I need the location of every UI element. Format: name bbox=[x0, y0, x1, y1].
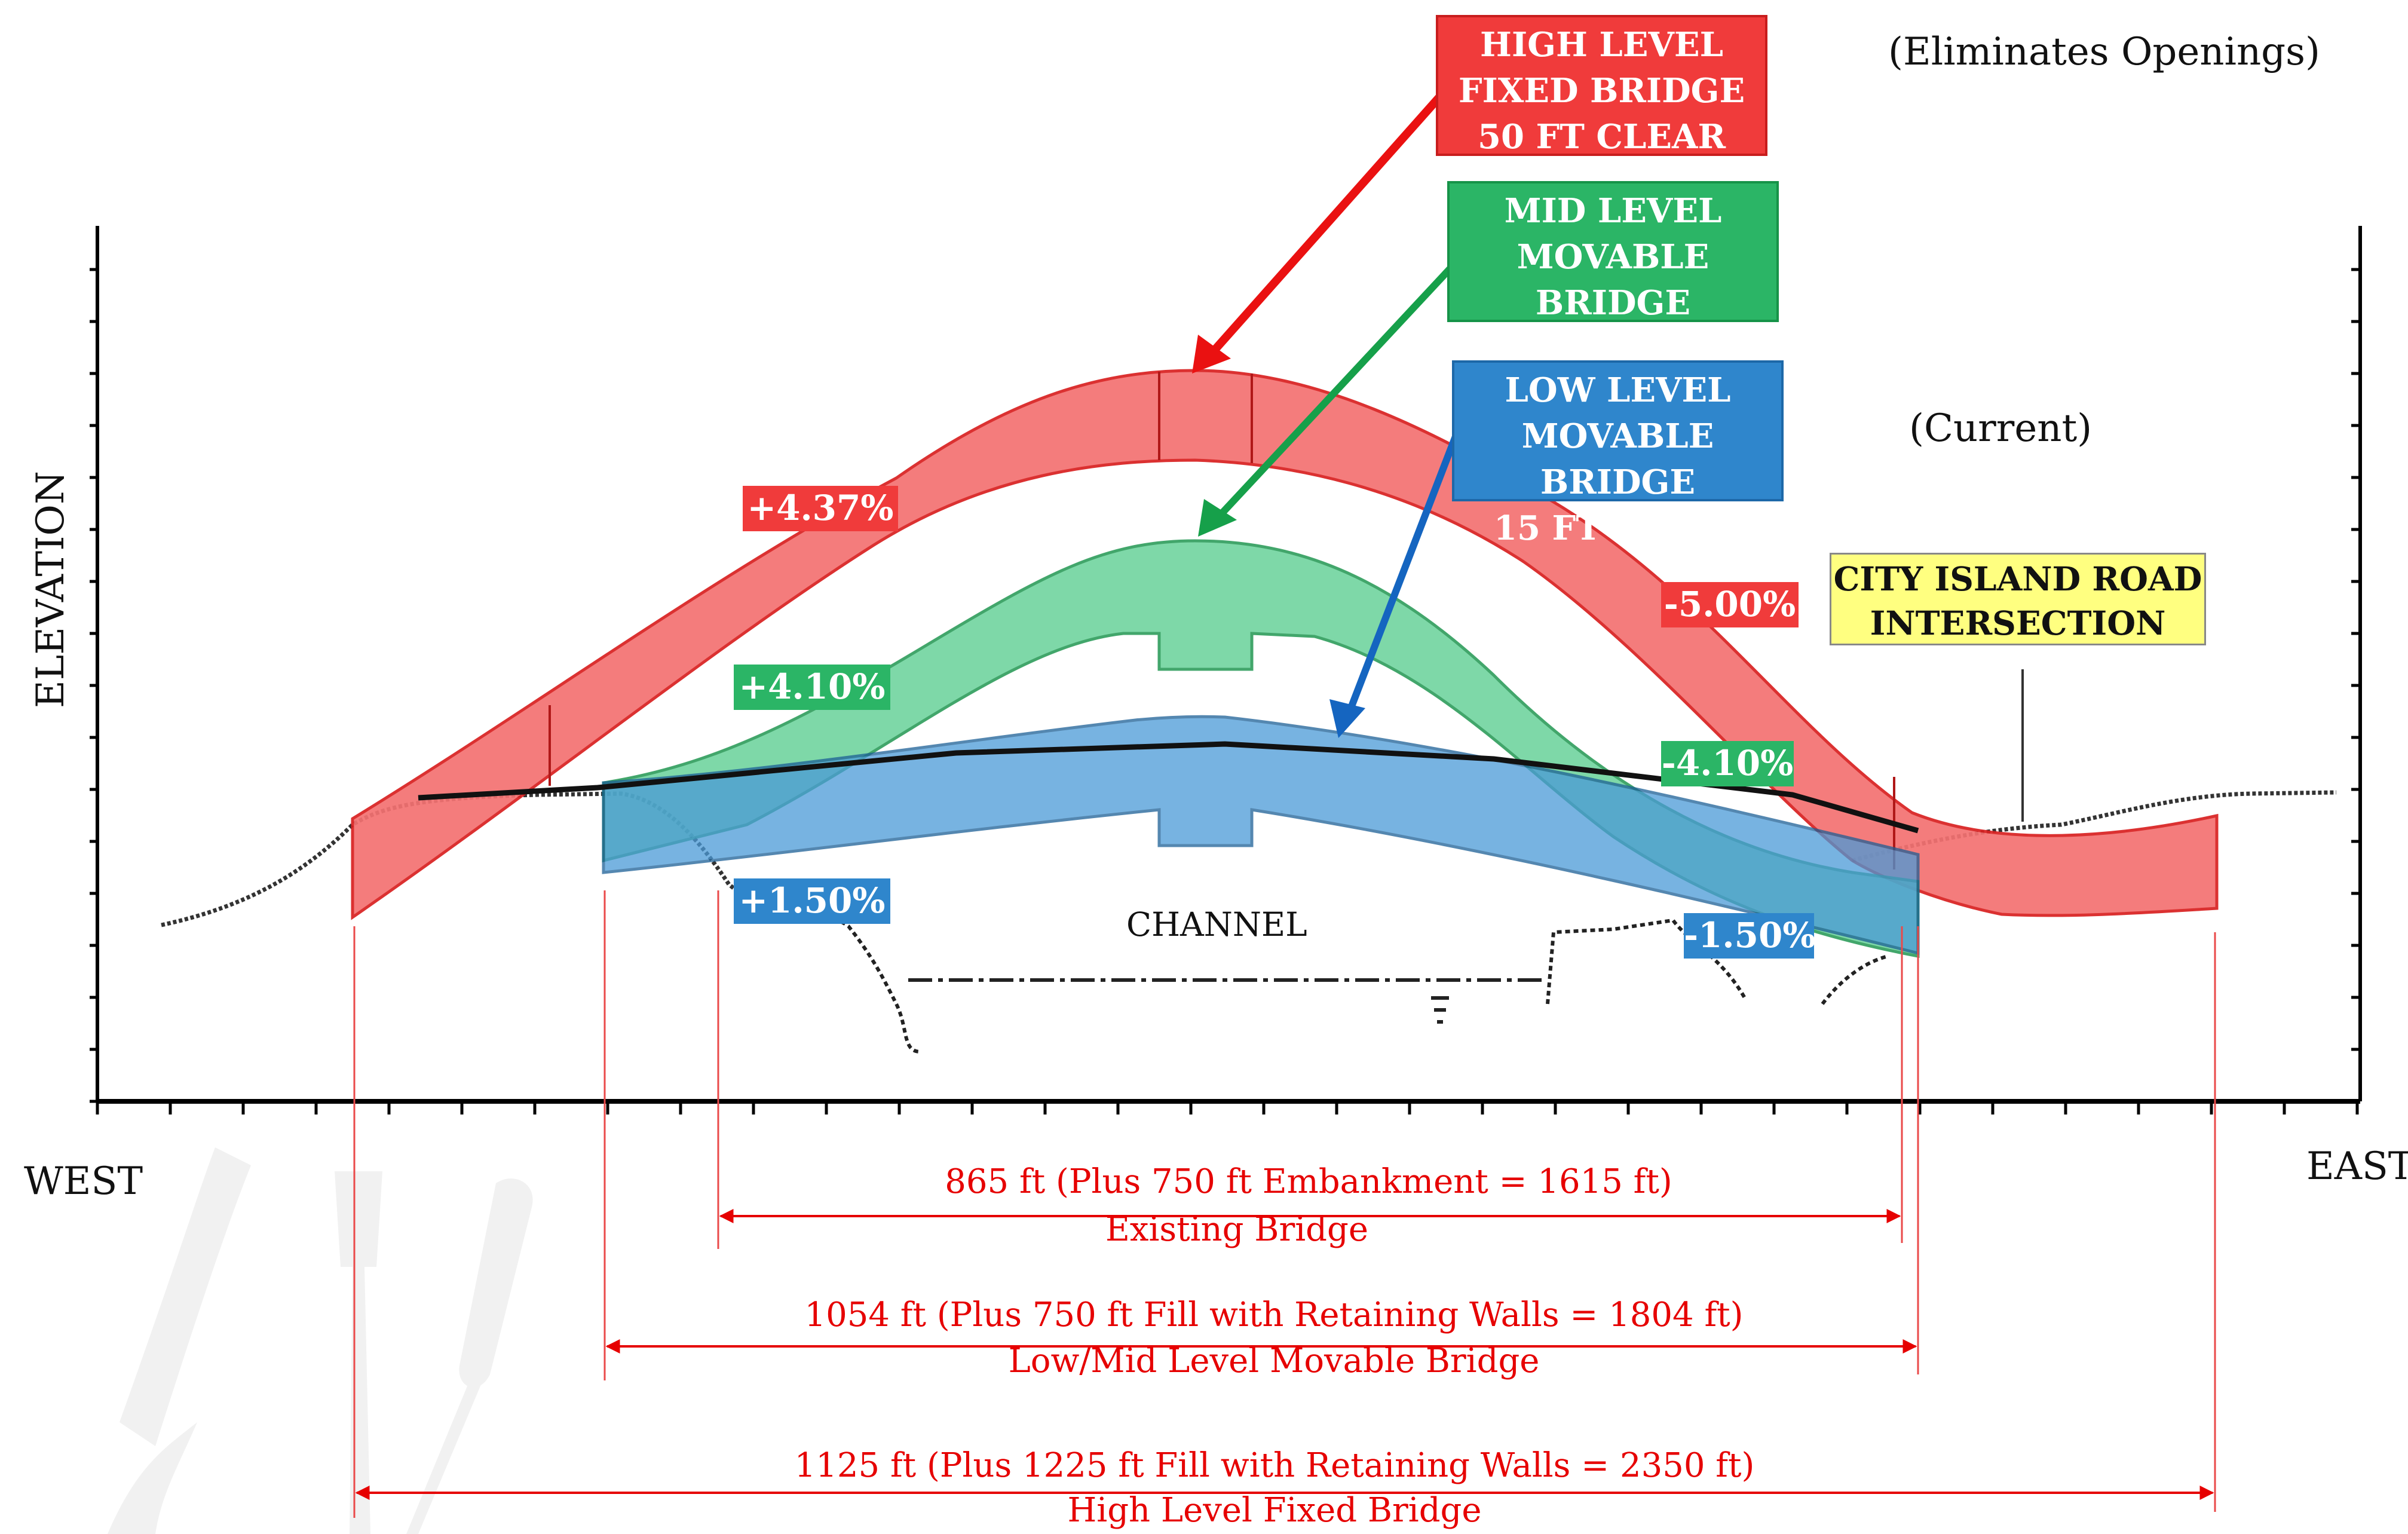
lowmid-bridge-dimension: 1054 ft (Plus 750 ft Fill with Retaining… bbox=[804, 1296, 1744, 1334]
mid-callout-arrow bbox=[1210, 254, 1464, 526]
mid-arrowhead bbox=[1198, 499, 1237, 537]
high-bridge-dimension: 1125 ft (Plus 1225 ft Fill with Retainin… bbox=[794, 1446, 1755, 1485]
low-level-callout: LOW LEVEL MOVABLE BRIDGE 15 FT CLEAR bbox=[1452, 360, 1784, 548]
mid-callout-line2: MOVABLE BRIDGE bbox=[1517, 237, 1710, 323]
low-callout-line3: 15 FT CLEAR bbox=[1494, 509, 1742, 548]
existing-bridge-caption: Existing Bridge bbox=[1105, 1210, 1368, 1249]
high-callout-line2: FIXED BRIDGE bbox=[1458, 71, 1745, 111]
west-label: WEST bbox=[24, 1159, 143, 1204]
mid-up-grade: +4.10% bbox=[734, 665, 890, 710]
mid-down-grade: -4.10% bbox=[1661, 741, 1794, 786]
low-callout-arrow bbox=[1344, 428, 1462, 719]
high-callout-line3: 50 FT CLEAR bbox=[1478, 117, 1726, 157]
low-down-grade: -1.50% bbox=[1684, 913, 1815, 959]
low-up-grade: +1.50% bbox=[734, 878, 890, 924]
lowmid-bridge-caption: Low/Mid Level Movable Bridge bbox=[1008, 1342, 1540, 1380]
current-note: (Current) bbox=[1909, 406, 2093, 451]
mid-level-callout: MID LEVEL MOVABLE BRIDGE 30/35 FT CLEAR bbox=[1447, 181, 1779, 369]
high-arrowhead bbox=[1192, 335, 1231, 373]
dimension-extension-lines bbox=[353, 890, 2216, 1518]
low-bridge-band bbox=[602, 715, 1920, 956]
east-label: EAST bbox=[2306, 1144, 2408, 1189]
channel-label: CHANNEL bbox=[1126, 905, 1307, 944]
high-down-grade: -5.00% bbox=[1661, 582, 1799, 627]
eliminates-openings-note: (Eliminates Openings) bbox=[1888, 30, 2320, 74]
high-bridge-caption: High Level Fixed Bridge bbox=[1067, 1491, 1482, 1530]
intersection-line2: INTERSECTION bbox=[1870, 604, 2166, 642]
axes bbox=[90, 226, 2362, 1114]
high-up-grade: +4.37% bbox=[743, 486, 898, 531]
city-island-intersection-label: CITY ISLAND ROAD INTERSECTION bbox=[1830, 553, 2206, 645]
low-callout-line1: LOW LEVEL bbox=[1505, 371, 1731, 410]
high-level-callout: HIGH LEVEL FIXED BRIDGE 50 FT CLEAR bbox=[1436, 15, 1767, 157]
dimension-lines bbox=[355, 1209, 2214, 1500]
mid-callout-line1: MID LEVEL bbox=[1504, 191, 1722, 231]
low-arrowhead bbox=[1329, 699, 1365, 738]
elevation-axis-label: ELEVATION bbox=[29, 471, 73, 708]
existing-deck-line bbox=[418, 741, 1919, 834]
high-callout-line1: HIGH LEVEL bbox=[1480, 25, 1723, 65]
high-callout-arrow bbox=[1203, 87, 1450, 362]
intersection-line1: CITY ISLAND ROAD bbox=[1833, 559, 2202, 598]
low-callout-line2: MOVABLE BRIDGE bbox=[1521, 417, 1714, 502]
high-bridge-band bbox=[351, 369, 2219, 920]
existing-bridge-dimension: 865 ft (Plus 750 ft Embankment = 1615 ft… bbox=[945, 1162, 1672, 1201]
